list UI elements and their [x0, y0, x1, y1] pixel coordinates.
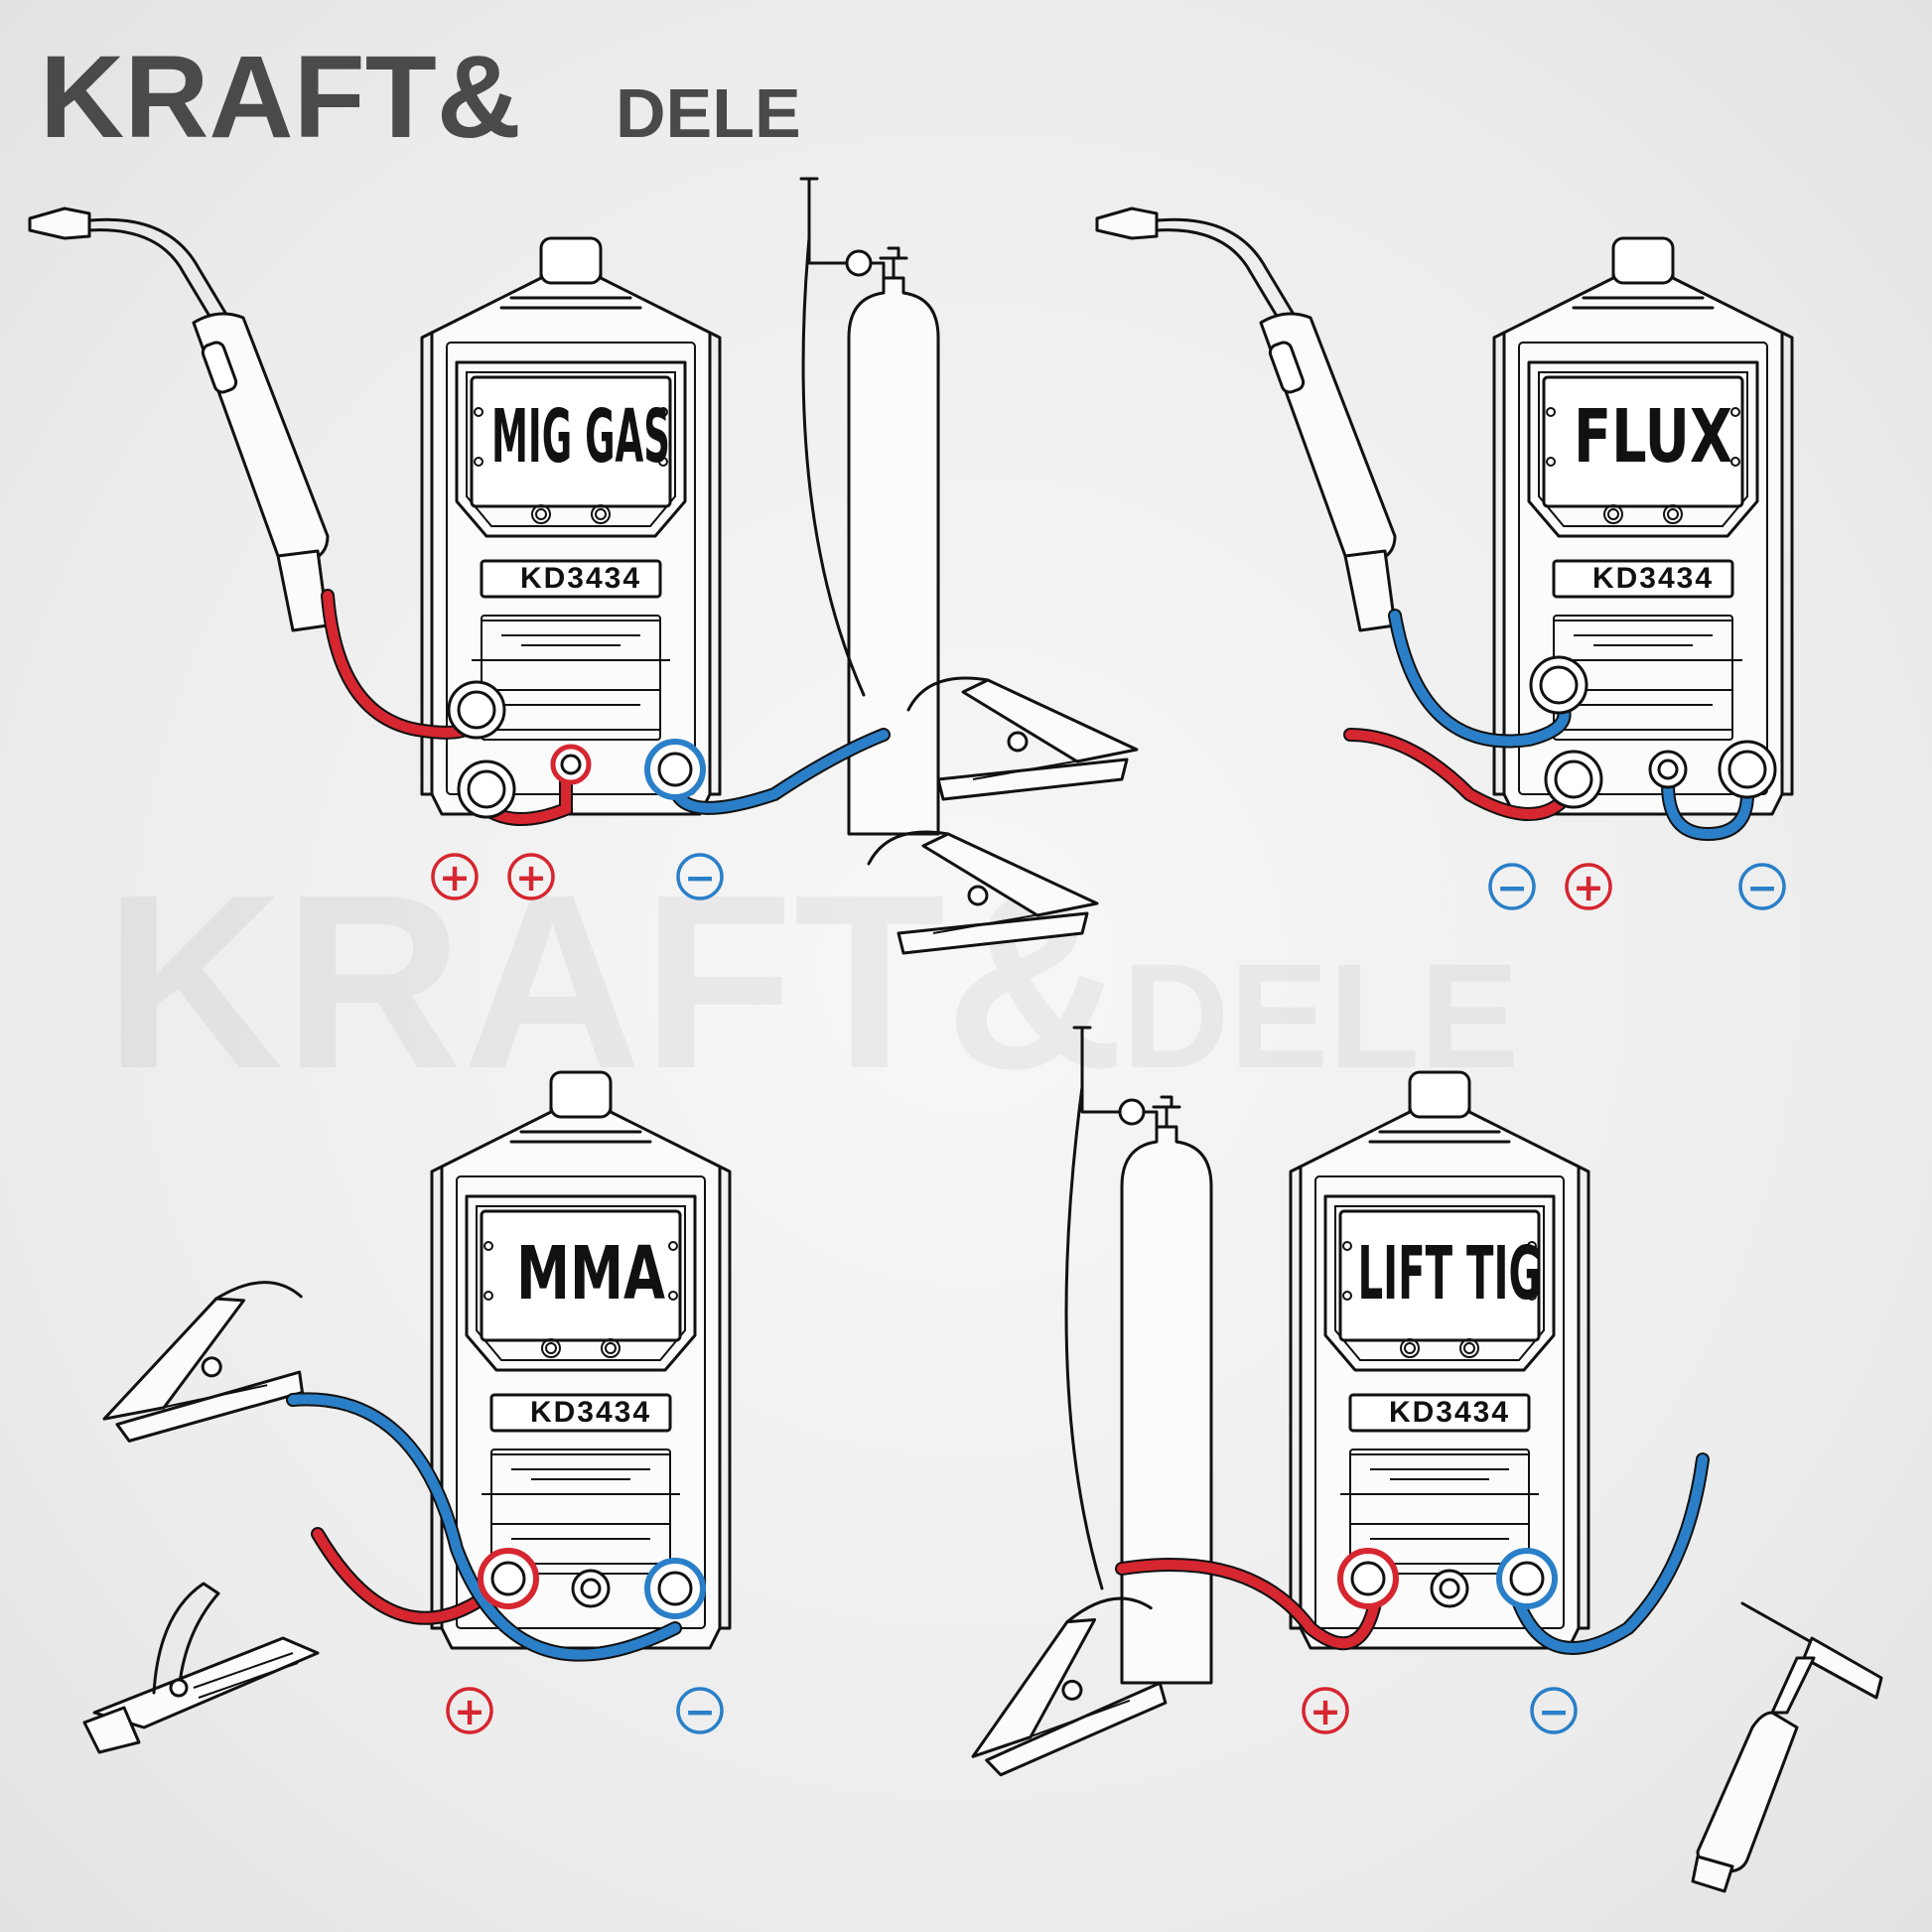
panel-mma: MMA KD3434 + − [75, 1070, 732, 1754]
svg-text:+: + [439, 856, 471, 899]
svg-text:−: − [1496, 866, 1528, 909]
svg-text:+: + [1573, 866, 1604, 909]
brand-name-main: KRAFT& [40, 32, 521, 163]
model-label: KD3434 [530, 1396, 651, 1429]
brand-logo: KRAFT& DELE [40, 32, 801, 163]
polarity-indicator: + − [446, 1687, 724, 1734]
electrode-holder [82, 1582, 320, 1754]
mig-torch [28, 207, 330, 632]
watermark-main: KRAFT& [104, 843, 1125, 1120]
mode-label: FLUX [1574, 394, 1732, 480]
gas-hose [1064, 1085, 1104, 1590]
svg-text:−: − [684, 1690, 716, 1733]
mig-torch [1095, 207, 1397, 632]
earth-clamp [75, 1265, 337, 1467]
svg-text:−: − [1746, 866, 1778, 909]
brand-name-suffix: DELE [616, 74, 801, 152]
svg-text:−: − [684, 856, 716, 899]
earth-clamp [906, 676, 1139, 801]
panel-mig-gas: MIG GAS KD3434 + + − [28, 177, 1099, 955]
svg-text:−: − [1538, 1690, 1570, 1733]
watermark: KRAFT& DELE [104, 843, 1519, 1120]
svg-text:+: + [1310, 1690, 1341, 1733]
svg-text:+: + [454, 1690, 485, 1733]
mode-label: MIG GAS [491, 394, 670, 480]
model-label: KD3434 [1592, 562, 1714, 595]
panel-flux: FLUX KD3434 − + − [906, 207, 1794, 910]
polarity-indicator: − + − [1488, 863, 1786, 910]
model-label: KD3434 [1389, 1396, 1510, 1429]
polarity-indicator: + − [1302, 1687, 1578, 1734]
gas-hose [801, 236, 866, 697]
polarity-indicator: + + − [431, 853, 724, 900]
gas-cylinder [1072, 1026, 1213, 1685]
mode-label: LIFT TIG [1358, 1231, 1542, 1316]
welder-machine [1492, 236, 1794, 816]
panel-lift-tig: LIFT TIG KD3434 + − [935, 1026, 1883, 1893]
model-label: KD3434 [520, 562, 641, 595]
mode-label: MMA [516, 1231, 665, 1316]
tig-torch [1691, 1601, 1883, 1893]
svg-text:+: + [515, 856, 547, 899]
